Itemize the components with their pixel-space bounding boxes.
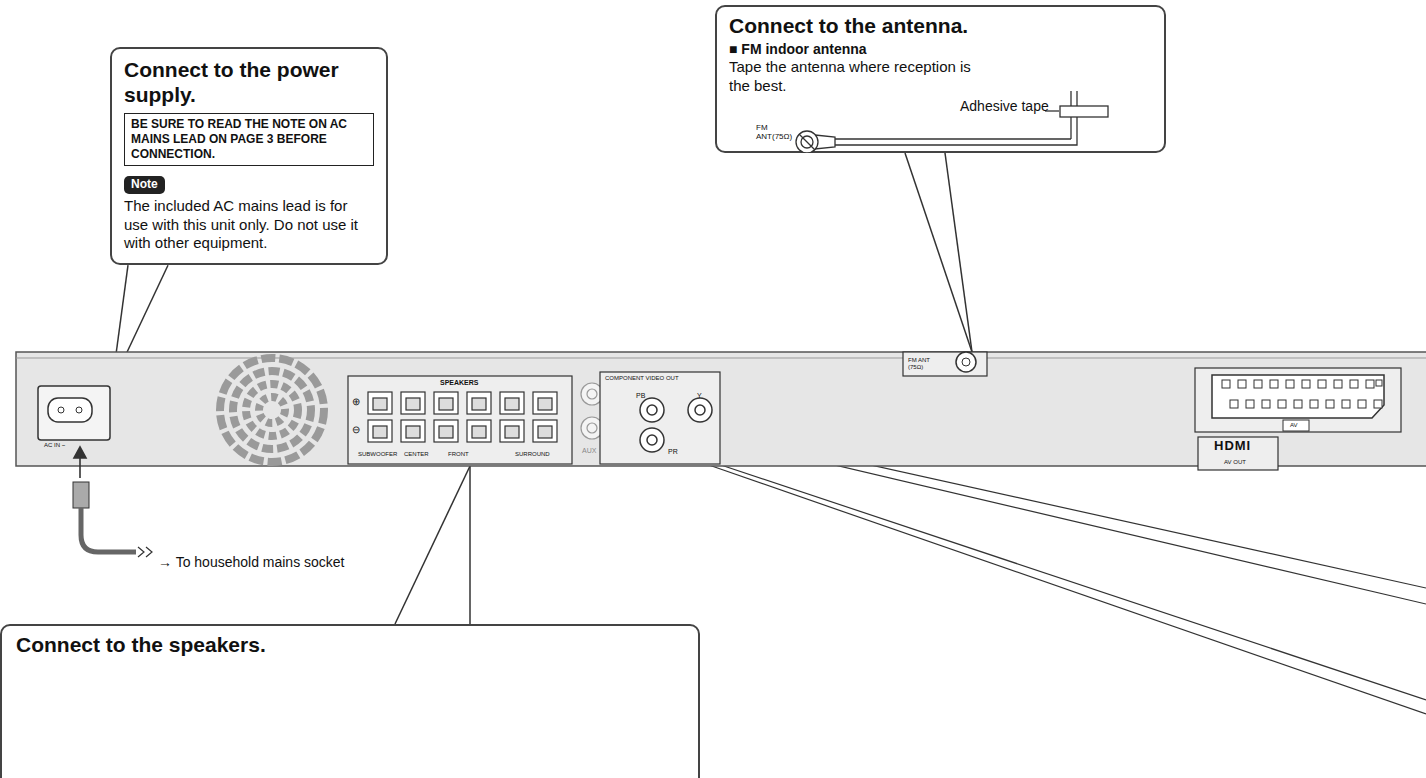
note-badge: Note — [124, 176, 165, 194]
callout-tail — [905, 153, 972, 352]
part-label: FRONT — [448, 451, 469, 458]
callout-tail — [945, 153, 972, 352]
part-label: Adhesive tape — [960, 99, 1049, 114]
part-label: AUX — [582, 447, 596, 455]
callout-text: Connect to the speakers. — [16, 632, 684, 657]
callout-text: Connect to the power supply. — [124, 57, 374, 107]
part-label: SURROUND — [515, 451, 550, 458]
callout-text: The included AC mains lead is for use wi… — [124, 197, 374, 253]
part-label: SUBWOOFER — [358, 451, 397, 458]
callout-text: Note — [131, 177, 158, 193]
part-label: FM ANT (75Ω) — [908, 357, 936, 370]
part-label: COMPONENT VIDEO OUT — [605, 375, 679, 382]
part-label: HDMI — [1214, 439, 1251, 453]
callout-tail — [395, 466, 470, 624]
part-label: Y — [697, 392, 702, 400]
part-label: SPEAKERS — [440, 379, 479, 387]
callout-box: Connect to the speakers. — [0, 624, 700, 778]
part-label: AV — [1290, 422, 1298, 429]
part-label: CENTER — [404, 451, 429, 458]
warning-box: BE SURE TO READ THE NOTE ON AC MAINS LEA… — [124, 113, 374, 166]
callout-tail — [469, 466, 471, 624]
part-label: PB — [636, 392, 645, 400]
part-label: AC IN ~ — [44, 442, 65, 449]
part-label: ⊖ — [352, 424, 360, 435]
part-label: PR — [668, 448, 678, 456]
callout-text: ■ FM indoor antenna — [729, 41, 1152, 58]
part-label: ⊕ — [352, 396, 360, 407]
callout-box: Connect to the power supply. BE SURE TO R… — [110, 47, 388, 265]
callout-text: BE SURE TO READ THE NOTE ON AC MAINS LEA… — [131, 117, 367, 162]
part-label: FM ANT(75Ω) — [756, 124, 796, 142]
callout-text: Connect to the antenna. — [729, 13, 1152, 38]
callout-box: Connect to the antenna. ■ FM indoor anten… — [715, 5, 1166, 153]
part-label: AV OUT — [1224, 459, 1246, 466]
part-label: → To household mains socket — [158, 555, 345, 570]
callout-text: Tape the antenna where reception is the … — [729, 58, 979, 96]
